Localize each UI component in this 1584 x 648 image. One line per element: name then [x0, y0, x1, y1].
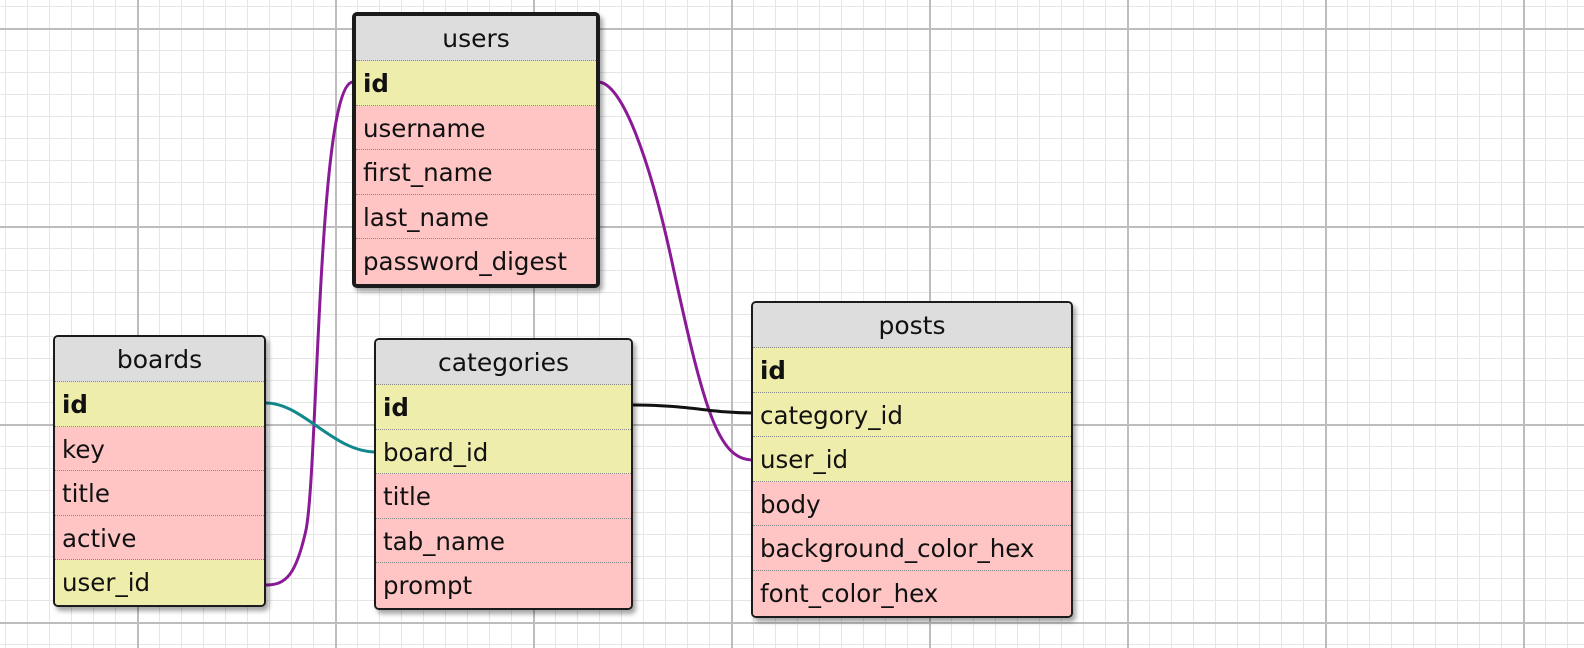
field-id[interactable]: id — [356, 61, 596, 106]
field-password-digest[interactable]: password_digest — [356, 239, 596, 284]
field-user-id[interactable]: user_id — [55, 560, 264, 605]
field-background-color-hex[interactable]: background_color_hex — [753, 526, 1071, 571]
field-font-color-hex[interactable]: font_color_hex — [753, 570, 1071, 616]
relation-users-posts[interactable] — [597, 80, 754, 462]
field-title[interactable]: title — [55, 471, 264, 516]
field-username[interactable]: username — [356, 105, 596, 151]
relation-boards-categories[interactable] — [265, 401, 377, 454]
field-prompt[interactable]: prompt — [376, 563, 631, 608]
field-last-name[interactable]: last_name — [356, 194, 596, 240]
field-active[interactable]: active — [55, 515, 264, 561]
field-first-name[interactable]: first_name — [356, 150, 596, 195]
field-body[interactable]: body — [753, 481, 1071, 527]
table-title: boards — [55, 337, 264, 382]
table-title: posts — [753, 303, 1071, 348]
table-title: categories — [376, 340, 631, 385]
field-id[interactable]: id — [376, 385, 631, 430]
field-board-id[interactable]: board_id — [376, 429, 631, 475]
field-key[interactable]: key — [55, 426, 264, 472]
field-category-id[interactable]: category_id — [753, 392, 1071, 438]
field-tab-name[interactable]: tab_name — [376, 518, 631, 564]
field-user-id[interactable]: user_id — [753, 437, 1071, 482]
field-id[interactable]: id — [753, 348, 1071, 393]
table-title: users — [356, 16, 596, 61]
relation-categories-posts[interactable] — [631, 403, 754, 415]
field-title[interactable]: title — [376, 474, 631, 519]
field-id[interactable]: id — [55, 382, 264, 427]
relation-users-boards[interactable] — [265, 80, 354, 587]
